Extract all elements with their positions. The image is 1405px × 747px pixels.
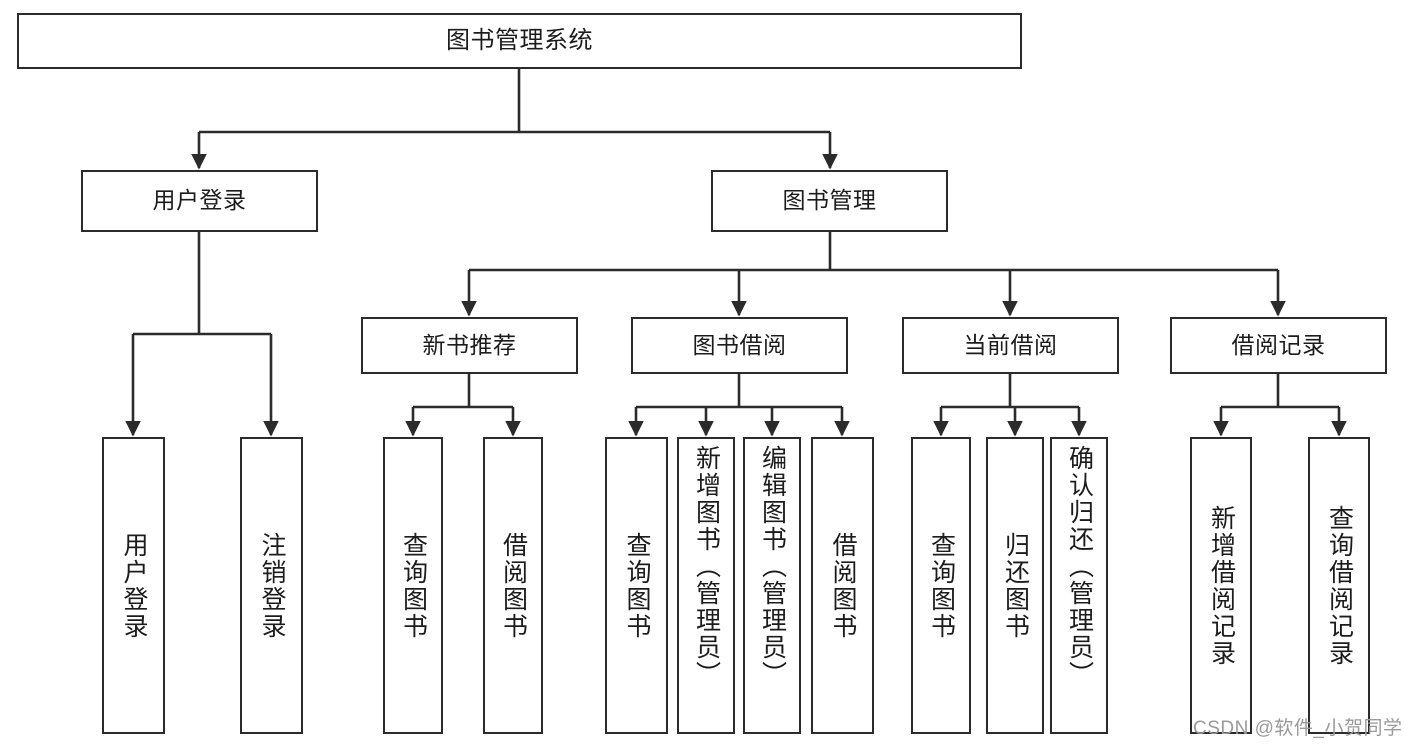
- node-book-borrow-label: 图书借阅: [692, 331, 787, 358]
- node-current-borrow[interactable]: 当前借阅: [902, 317, 1119, 374]
- leaf-borrow-book[interactable]: 借阅图书: [811, 437, 874, 734]
- node-book-management-label: 图书管理: [782, 187, 877, 214]
- leaf-add-borrow-record[interactable]: 新增借阅记录: [1190, 437, 1252, 734]
- leaf-add-borrow-record-label: 新增借阅记录: [1207, 504, 1236, 667]
- leaf-query-borrow-record[interactable]: 查询借阅记录: [1308, 437, 1370, 734]
- node-new-book-recommend-label: 新书推荐: [422, 331, 517, 358]
- leaf-query-book-current[interactable]: 查询图书: [911, 437, 971, 734]
- leaf-query-book-borrow[interactable]: 查询图书: [605, 437, 668, 734]
- leaf-confirm-return-admin-label: 确认归还（管理员）: [1065, 445, 1094, 688]
- leaf-confirm-return-admin[interactable]: 确认归还（管理员）: [1050, 437, 1108, 734]
- node-borrow-record-label: 借阅记录: [1231, 331, 1326, 358]
- leaf-edit-book-admin-label: 编辑图书（管理员）: [758, 445, 787, 688]
- leaf-logout-label: 注销登录: [258, 531, 286, 640]
- node-user-login-label: 用户登录: [152, 187, 247, 214]
- leaf-query-book-borrow-label: 查询图书: [623, 531, 651, 640]
- leaf-query-book-current-label: 查询图书: [927, 531, 956, 640]
- node-book-management[interactable]: 图书管理: [711, 170, 948, 232]
- node-root-label: 图书管理系统: [446, 26, 593, 54]
- node-root[interactable]: 图书管理系统: [17, 13, 1022, 69]
- leaf-borrow-book-newbook-label: 借阅图书: [499, 531, 528, 640]
- node-new-book-recommend[interactable]: 新书推荐: [361, 317, 578, 374]
- leaf-return-book-label: 归还图书: [1001, 531, 1030, 640]
- node-book-borrow[interactable]: 图书借阅: [631, 317, 848, 374]
- node-borrow-record[interactable]: 借阅记录: [1170, 317, 1387, 374]
- node-user-login[interactable]: 用户登录: [81, 170, 318, 232]
- leaf-borrow-book-newbook[interactable]: 借阅图书: [483, 437, 543, 734]
- leaf-return-book[interactable]: 归还图书: [986, 437, 1044, 734]
- leaf-user-login-label: 用户登录: [120, 531, 148, 640]
- watermark: CSDN @软件_小贺同学: [1193, 718, 1403, 739]
- node-current-borrow-label: 当前借阅: [963, 331, 1058, 358]
- leaf-add-book-admin-label: 新增图书（管理员）: [692, 445, 721, 688]
- leaf-add-book-admin[interactable]: 新增图书（管理员）: [677, 437, 735, 734]
- leaf-borrow-book-label: 借阅图书: [829, 531, 857, 640]
- leaf-query-book-newbook-label: 查询图书: [399, 531, 428, 640]
- leaf-query-book-newbook[interactable]: 查询图书: [383, 437, 443, 734]
- leaf-logout[interactable]: 注销登录: [240, 437, 303, 734]
- leaf-edit-book-admin[interactable]: 编辑图书（管理员）: [743, 437, 801, 734]
- leaf-query-borrow-record-label: 查询借阅记录: [1325, 504, 1354, 667]
- leaf-user-login[interactable]: 用户登录: [102, 437, 165, 734]
